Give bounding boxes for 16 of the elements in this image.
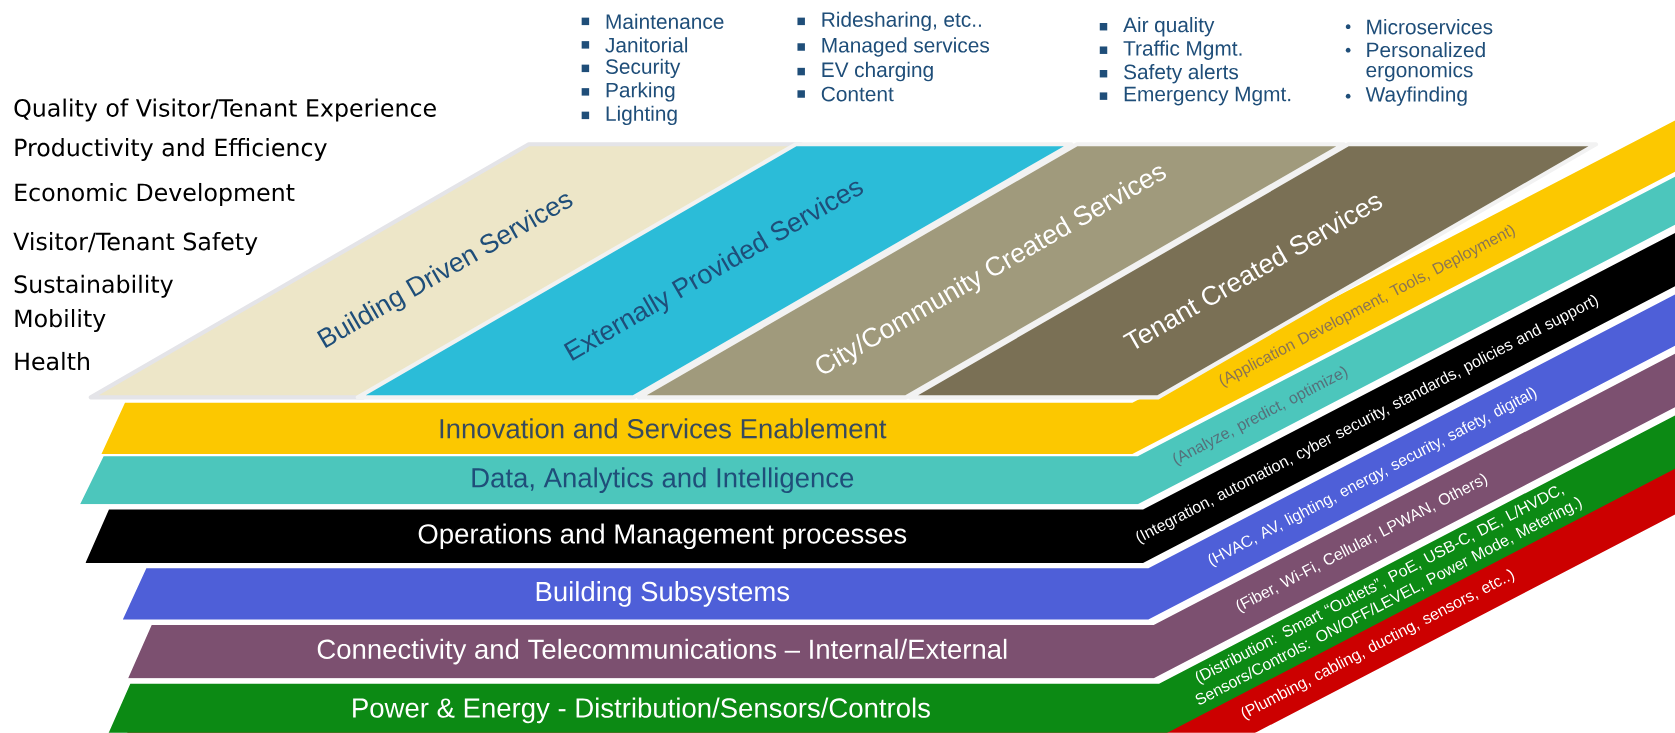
bullet-item: Microservices xyxy=(1345,19,1493,35)
bullet-item: Emergency Mgmt. xyxy=(1099,86,1291,106)
outcome-label: Health xyxy=(15,352,89,371)
bullet-item: Managed services xyxy=(797,37,990,57)
bullet-item: EV charging xyxy=(797,61,933,82)
bullet-item: Security xyxy=(581,58,681,79)
bullet-item: Maintenance xyxy=(581,13,724,30)
bullet-item: Wayfinding xyxy=(1345,86,1467,106)
bullet-item: Janitorial xyxy=(581,37,688,53)
bullet-item: Content xyxy=(797,86,894,102)
bullet-item: Air quality xyxy=(1099,17,1215,37)
bullet-item: Ridesharing, etc.. xyxy=(797,11,981,32)
bullet-item: Parking xyxy=(581,82,675,102)
bullet-item: Traffic Mgmt. xyxy=(1099,40,1242,60)
bullet-item: Personalized ergonomics xyxy=(1345,42,1485,82)
bullet-item: Safety alerts xyxy=(1099,64,1239,84)
